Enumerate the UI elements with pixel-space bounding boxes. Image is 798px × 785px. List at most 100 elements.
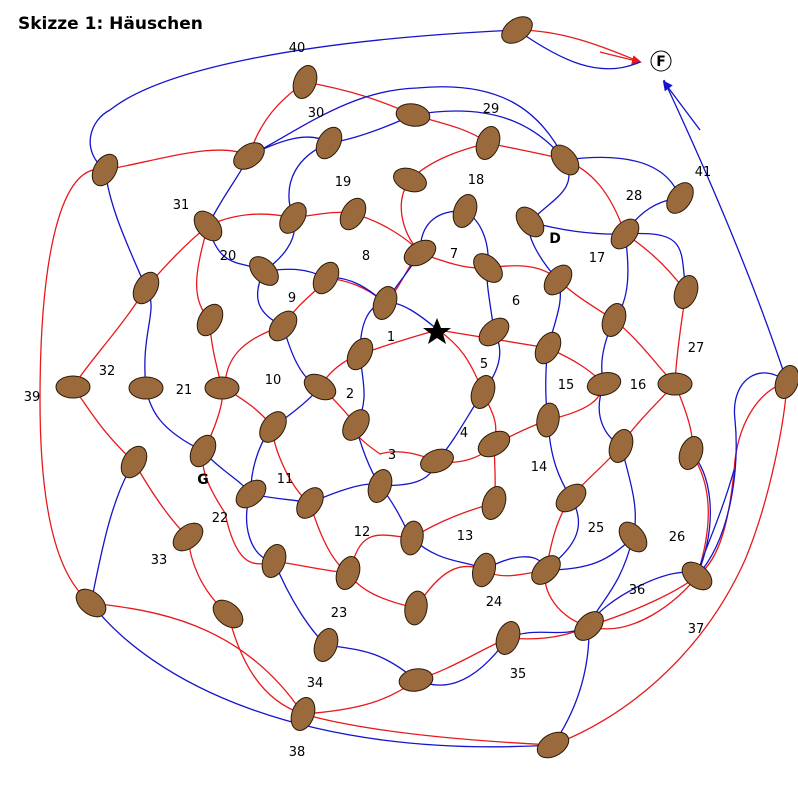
stone (395, 103, 431, 127)
position-number: 29 (483, 102, 500, 117)
position-number: 7 (450, 247, 458, 262)
position-number: 30 (308, 106, 325, 121)
position-number: 8 (362, 249, 370, 264)
position-number: 27 (688, 341, 705, 356)
stone (346, 337, 374, 371)
stone (515, 206, 545, 238)
stone (601, 303, 627, 337)
position-number: 24 (486, 595, 503, 610)
stone (536, 731, 570, 759)
stone (470, 375, 496, 409)
stone (400, 520, 424, 556)
stone (235, 479, 267, 509)
stone (128, 376, 164, 400)
position-number: 21 (176, 383, 193, 398)
position-number: 23 (331, 606, 348, 621)
stone (531, 555, 561, 585)
position-number: 13 (457, 529, 474, 544)
position-number: 38 (289, 745, 306, 760)
marker-d: D (549, 231, 561, 247)
stone (404, 590, 428, 626)
stone (367, 469, 393, 503)
stone (550, 144, 580, 176)
stone (268, 310, 298, 342)
stone (543, 264, 573, 296)
position-number: 9 (288, 291, 296, 306)
stone (534, 331, 562, 365)
stone (292, 65, 318, 99)
stone (212, 599, 244, 629)
stone (471, 552, 497, 588)
stone (536, 402, 560, 438)
position-number: 14 (531, 460, 548, 475)
stone (279, 202, 307, 234)
position-number: 3 (388, 448, 396, 463)
position-number: 6 (512, 294, 520, 309)
position-number: 18 (468, 173, 485, 188)
stone (296, 487, 324, 519)
position-number: 16 (630, 378, 647, 393)
position-number: 36 (629, 583, 646, 598)
stone (586, 371, 622, 397)
sketch-title: Skizze 1: Häuschen (18, 14, 203, 34)
red-rope (195, 211, 676, 609)
position-number: 4 (460, 426, 468, 441)
stone (342, 409, 370, 441)
stone (673, 275, 699, 309)
stone (290, 697, 316, 731)
stone (172, 522, 204, 552)
star-icon (423, 318, 451, 344)
stone (666, 182, 694, 214)
stone (403, 239, 437, 267)
position-number: 11 (277, 472, 294, 487)
position-number: 31 (173, 198, 190, 213)
stone (473, 253, 503, 283)
stone (398, 668, 434, 692)
finish-label: F (656, 54, 666, 70)
stone (233, 142, 265, 170)
stone (132, 271, 160, 305)
stone (420, 448, 454, 474)
position-number: 2 (346, 387, 354, 402)
stone (501, 16, 533, 44)
stone (774, 365, 798, 399)
position-number: 28 (626, 189, 643, 204)
position-number: 22 (212, 511, 229, 526)
stone (495, 621, 521, 655)
blue-finish-arrow (662, 80, 701, 131)
position-number: 17 (589, 251, 606, 266)
position-number: 35 (510, 667, 527, 682)
stone (315, 126, 343, 160)
marker-g: G (197, 472, 209, 488)
red-finish-arrow (599, 51, 642, 65)
stone (75, 588, 107, 618)
stone (120, 445, 148, 479)
position-number: 40 (289, 41, 306, 56)
position-number: 37 (688, 622, 705, 637)
stone (193, 210, 223, 242)
stone (196, 303, 224, 337)
stone (681, 561, 713, 591)
stone (91, 153, 119, 187)
position-number: 34 (307, 676, 324, 691)
stone (339, 197, 367, 231)
stone (481, 486, 507, 520)
stone (608, 429, 634, 463)
stone (678, 436, 704, 470)
stone (303, 373, 337, 401)
stone (55, 375, 91, 399)
position-number: 10 (265, 373, 282, 388)
stone (313, 628, 339, 662)
stone (475, 126, 501, 160)
stones-layer (55, 16, 798, 759)
finish-marker: F (650, 50, 672, 72)
position-number: 19 (335, 175, 352, 190)
position-number: 39 (24, 390, 41, 405)
position-number: 1 (387, 330, 395, 345)
stone (477, 430, 511, 458)
stone (657, 372, 693, 396)
position-number: 20 (220, 249, 237, 264)
stone (259, 411, 287, 443)
